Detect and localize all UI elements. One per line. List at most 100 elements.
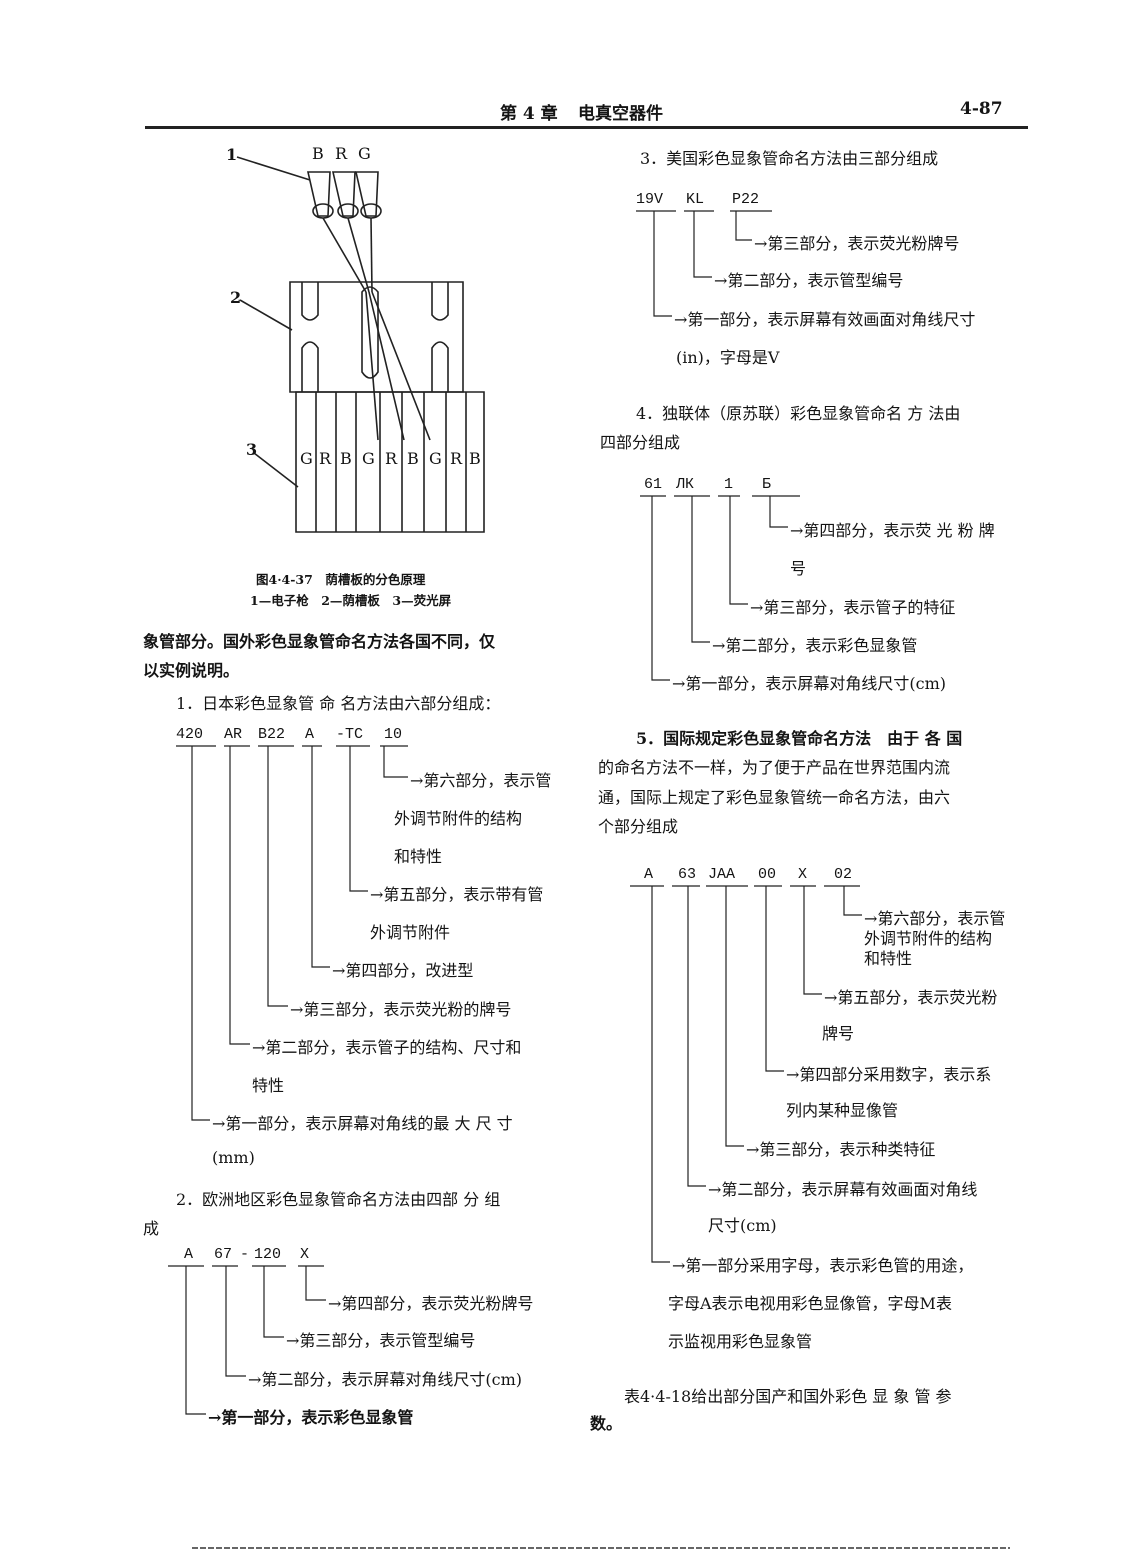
japan-code: -TC bbox=[336, 726, 364, 743]
intl-code: 63 bbox=[678, 866, 697, 883]
intl-brackets bbox=[630, 885, 862, 1263]
stripe-label: B bbox=[469, 449, 481, 468]
usa-code: P22 bbox=[732, 191, 760, 208]
japan-code: B22 bbox=[258, 726, 286, 743]
japan-part-3: →第三部分，表示荧光粉的牌号 bbox=[290, 1000, 512, 1019]
chapter-number: 第 4 章 bbox=[500, 104, 558, 124]
stripe-label: G bbox=[429, 449, 442, 468]
europe-code: A bbox=[184, 1246, 194, 1263]
figure-legend: 1—电子枪 2—荫槽板 3—荧光屏 bbox=[250, 593, 452, 608]
intl-part-4: →第四部分采用数字，表示系 bbox=[786, 1065, 992, 1084]
intl-part-1: 示监视用彩色显象管 bbox=[668, 1332, 813, 1351]
intl-code: 02 bbox=[834, 866, 853, 883]
intl-heading: 5．国际规定彩色显象管命名方法 由于 各 国 bbox=[636, 729, 963, 748]
ussr-code: ЛК bbox=[676, 476, 695, 493]
japan-part-1: (mm) bbox=[212, 1148, 255, 1167]
usa-heading: 3．美国彩色显象管命名方法由三部分组成 bbox=[640, 149, 939, 168]
stripe-label: G bbox=[300, 449, 313, 468]
europe-heading: 成 bbox=[143, 1219, 160, 1238]
intl-code: JAA bbox=[708, 866, 736, 883]
intl-part-5: →第五部分，表示荧光粉 bbox=[824, 988, 998, 1007]
closing-line: 数。 bbox=[590, 1414, 623, 1433]
europe-code: 67 bbox=[214, 1246, 233, 1263]
intl-code: A bbox=[644, 866, 654, 883]
usa-code: 19V bbox=[636, 191, 664, 208]
intl-part-6: 和特性 bbox=[864, 949, 913, 968]
intl-code: 00 bbox=[758, 866, 777, 883]
page-number: 4-87 bbox=[960, 99, 1003, 119]
ussr-part-4: →第四部分，表示荧 光 粉 牌 bbox=[790, 521, 995, 540]
intl-heading: 个部分组成 bbox=[598, 817, 679, 836]
europe-part-2: →第二部分，表示屏幕对角线尺寸(cm) bbox=[248, 1370, 523, 1389]
japan-code: 10 bbox=[384, 726, 403, 743]
ussr-code: 1 bbox=[724, 476, 734, 493]
japan-part-6: 外调节附件的结构 bbox=[394, 809, 523, 828]
chapter-title: 电真空器件 bbox=[578, 104, 663, 124]
intl-part-2: 尺寸(cm) bbox=[708, 1216, 777, 1235]
intl-heading: 通，国际上规定了彩色显象管统一命名方法，由六 bbox=[598, 788, 951, 807]
europe-brackets bbox=[168, 1265, 326, 1415]
europe-code: 120 bbox=[254, 1246, 282, 1263]
callout-1: 1 bbox=[226, 145, 238, 164]
japan-part-1: →第一部分，表示屏幕对角线的最 大 尺 寸 bbox=[212, 1114, 513, 1133]
gun-label-b: B bbox=[312, 144, 324, 163]
ussr-code: Б bbox=[762, 476, 772, 493]
ussr-heading: 四部分组成 bbox=[600, 433, 681, 452]
ussr-part-3: →第三部分，表示管子的特征 bbox=[750, 598, 956, 617]
gun-label-g: G bbox=[358, 144, 371, 163]
stripe-label: R bbox=[385, 449, 398, 468]
callout-2: 2 bbox=[230, 288, 242, 307]
intro-line: 以实例说明。 bbox=[143, 661, 240, 680]
electron-gun-b bbox=[306, 171, 331, 217]
japan-brackets bbox=[176, 745, 408, 1121]
usa-part-3: →第三部分，表示荧光粉牌号 bbox=[754, 234, 960, 253]
stripe-label: G bbox=[362, 449, 375, 468]
stripe-label: R bbox=[319, 449, 332, 468]
europe-code: - bbox=[240, 1246, 250, 1263]
usa-code: KL bbox=[686, 191, 705, 208]
japan-code: AR bbox=[224, 726, 243, 743]
intl-part-4: 列内某种显像管 bbox=[786, 1101, 899, 1120]
closing-line: 表4·4-18给出部分国产和国外彩色 显 象 管 参 bbox=[624, 1387, 952, 1406]
europe-code: X bbox=[300, 1246, 310, 1263]
ussr-heading: 4．独联体（原苏联）彩色显象管命名 方 法由 bbox=[636, 404, 961, 423]
ussr-part-4: 号 bbox=[790, 559, 807, 578]
intl-code: X bbox=[798, 866, 808, 883]
japan-code: 420 bbox=[176, 726, 204, 743]
figure-caption: 图4·4-37 荫槽板的分色原理 bbox=[256, 572, 426, 587]
callout-3: 3 bbox=[246, 440, 258, 459]
stripe-label: B bbox=[340, 449, 352, 468]
usa-part-2: →第二部分，表示管型编号 bbox=[714, 271, 904, 290]
europe-part-4: →第四部分，表示荧光粉牌号 bbox=[328, 1294, 534, 1313]
japan-part-5: →第五部分，表示带有管 bbox=[370, 885, 544, 904]
japan-part-6: →第六部分，表示管 bbox=[410, 771, 552, 790]
ussr-code: 61 bbox=[644, 476, 663, 493]
europe-part-1: →第一部分，表示彩色显象管 bbox=[208, 1408, 414, 1427]
intl-part-3: →第三部分，表示种类特征 bbox=[746, 1140, 936, 1159]
intl-part-6: →第六部分，表示管 bbox=[864, 909, 1006, 928]
intl-part-2: →第二部分，表示屏幕有效画面对角线 bbox=[708, 1180, 978, 1199]
japan-heading: 1．日本彩色显象管 命 名方法由六部分组成： bbox=[176, 694, 501, 713]
japan-part-4: →第四部分，改进型 bbox=[332, 961, 474, 980]
header-rule bbox=[145, 126, 1028, 129]
ussr-part-1: →第一部分，表示屏幕对角线尺寸(cm) bbox=[672, 674, 947, 693]
japan-code: A bbox=[305, 726, 315, 743]
intl-part-1: 字母A表示电视用彩色显像管，字母M表 bbox=[668, 1294, 952, 1313]
europe-heading: 2．欧洲地区彩色显象管命名方法由四部 分 组 bbox=[176, 1190, 501, 1209]
japan-part-2: 特性 bbox=[252, 1076, 285, 1095]
usa-brackets bbox=[636, 210, 772, 317]
electron-gun-r bbox=[331, 171, 356, 217]
intl-heading: 的命名方法不一样，为了便于产品在世界范围内流 bbox=[598, 758, 951, 777]
gun-label-r: R bbox=[335, 144, 348, 163]
figure-drawing bbox=[236, 156, 485, 533]
japan-part-6: 和特性 bbox=[394, 847, 443, 866]
intl-part-6: 外调节附件的结构 bbox=[864, 929, 993, 948]
usa-part-1: (in)，字母是V bbox=[676, 348, 780, 367]
intl-part-5: 牌号 bbox=[822, 1024, 855, 1043]
usa-part-1: →第一部分，表示屏幕有效画面对角线尺寸 bbox=[674, 310, 976, 329]
ussr-part-2: →第二部分，表示彩色显象管 bbox=[712, 636, 918, 655]
japan-part-5: 外调节附件 bbox=[370, 923, 451, 942]
japan-part-2: →第二部分，表示管子的结构、尺寸和 bbox=[252, 1038, 522, 1057]
ussr-brackets bbox=[640, 495, 800, 681]
